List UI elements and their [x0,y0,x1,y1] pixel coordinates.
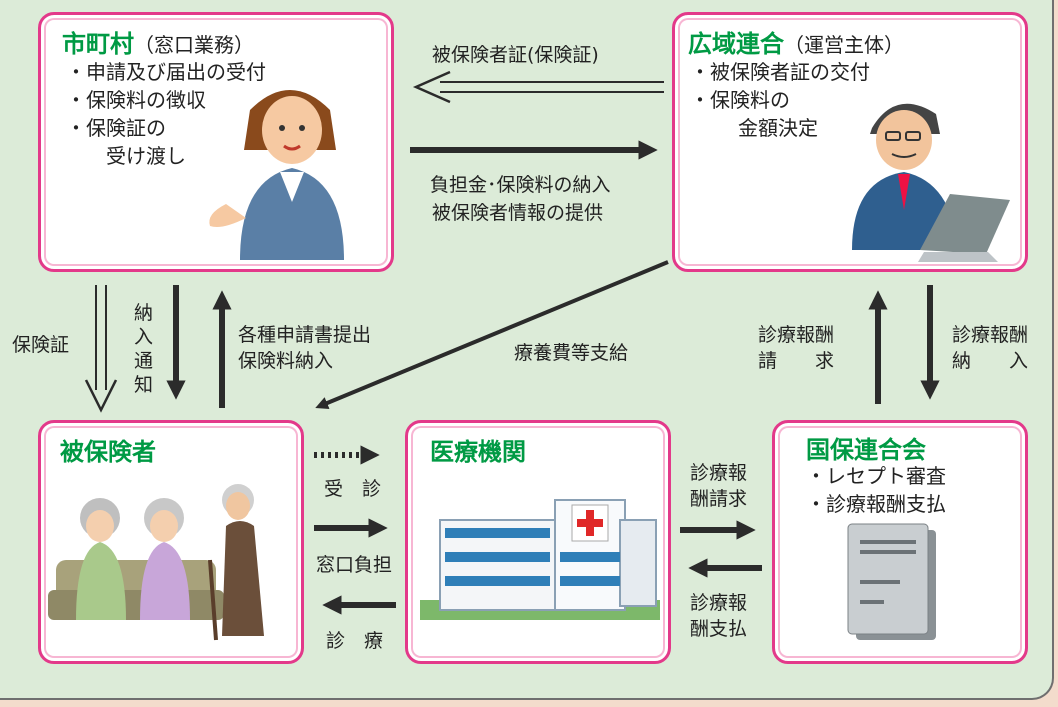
label-payment-2: 被保険者情報の提供 [432,202,604,224]
label-hokensho: 保険証 [12,334,70,356]
union-item: 金額決定 [738,116,818,140]
label-pay-down-1: 診療報酬 [952,324,1029,346]
municipality-item: ・申請及び届出の受付 [66,60,266,84]
label-pay-left-1: 診療報 [690,592,748,614]
federation-item: ・診療報酬支払 [806,492,946,516]
union-item: ・被保険者証の交付 [690,60,870,84]
union-item: ・保険料の [690,88,790,112]
label-claim-right-1: 診療報 [690,462,748,484]
label-notice-4: 知 [134,374,154,396]
arrow-ryoyouhi [315,260,669,409]
union-title: 広域連合（運営主体） [688,30,904,58]
medical-title: 医療機関 [430,438,526,466]
union-staff-illustration [852,103,1010,262]
label-claim-up-1: 診療報酬 [758,324,835,346]
label-apply-1: 各種申請書提出 [238,324,372,346]
insured-title: 被保険者 [60,438,156,466]
label-card: 被保険者証(保険証) [432,44,599,66]
label-notice-3: 通 [134,350,154,372]
label-notice-2: 入 [134,326,154,348]
label-jushin: 受 診 [324,478,382,500]
label-apply-2: 保険料納入 [238,350,334,372]
union-subtitle: （運営主体） [784,33,904,57]
arrow-card-double [412,70,664,104]
label-claim-up-2: 請 求 [758,350,835,372]
municipality-item: ・保険料の徴収 [66,88,206,112]
arrow-hokensho-double [84,285,118,413]
federation-item: ・レセプト審査 [806,464,946,488]
municipality-item: ・保険証の [66,116,166,140]
server-illustration [847,523,936,640]
municipality-title: 市町村（窓口業務） [62,30,254,58]
label-copay: 窓口負担 [316,554,393,576]
label-payment-1: 負担金･保険料の納入 [430,174,611,196]
elderly-people-illustration [48,484,264,641]
municipality-item: 受け渡し [106,144,186,168]
hospital-illustration [420,499,660,620]
municipality-staff-illustration [209,90,344,260]
label-claim-right-2: 酬請求 [690,488,748,510]
label-ryoyouhi: 療養費等支給 [514,342,629,364]
label-shinryo: 診 療 [326,630,384,652]
label-pay-down-2: 納 入 [952,350,1029,372]
municipality-subtitle: （窓口業務） [134,33,254,57]
federation-title: 国保連合会 [806,436,926,464]
label-pay-left-2: 酬支払 [690,618,748,640]
label-notice-1: 納 [134,302,154,324]
